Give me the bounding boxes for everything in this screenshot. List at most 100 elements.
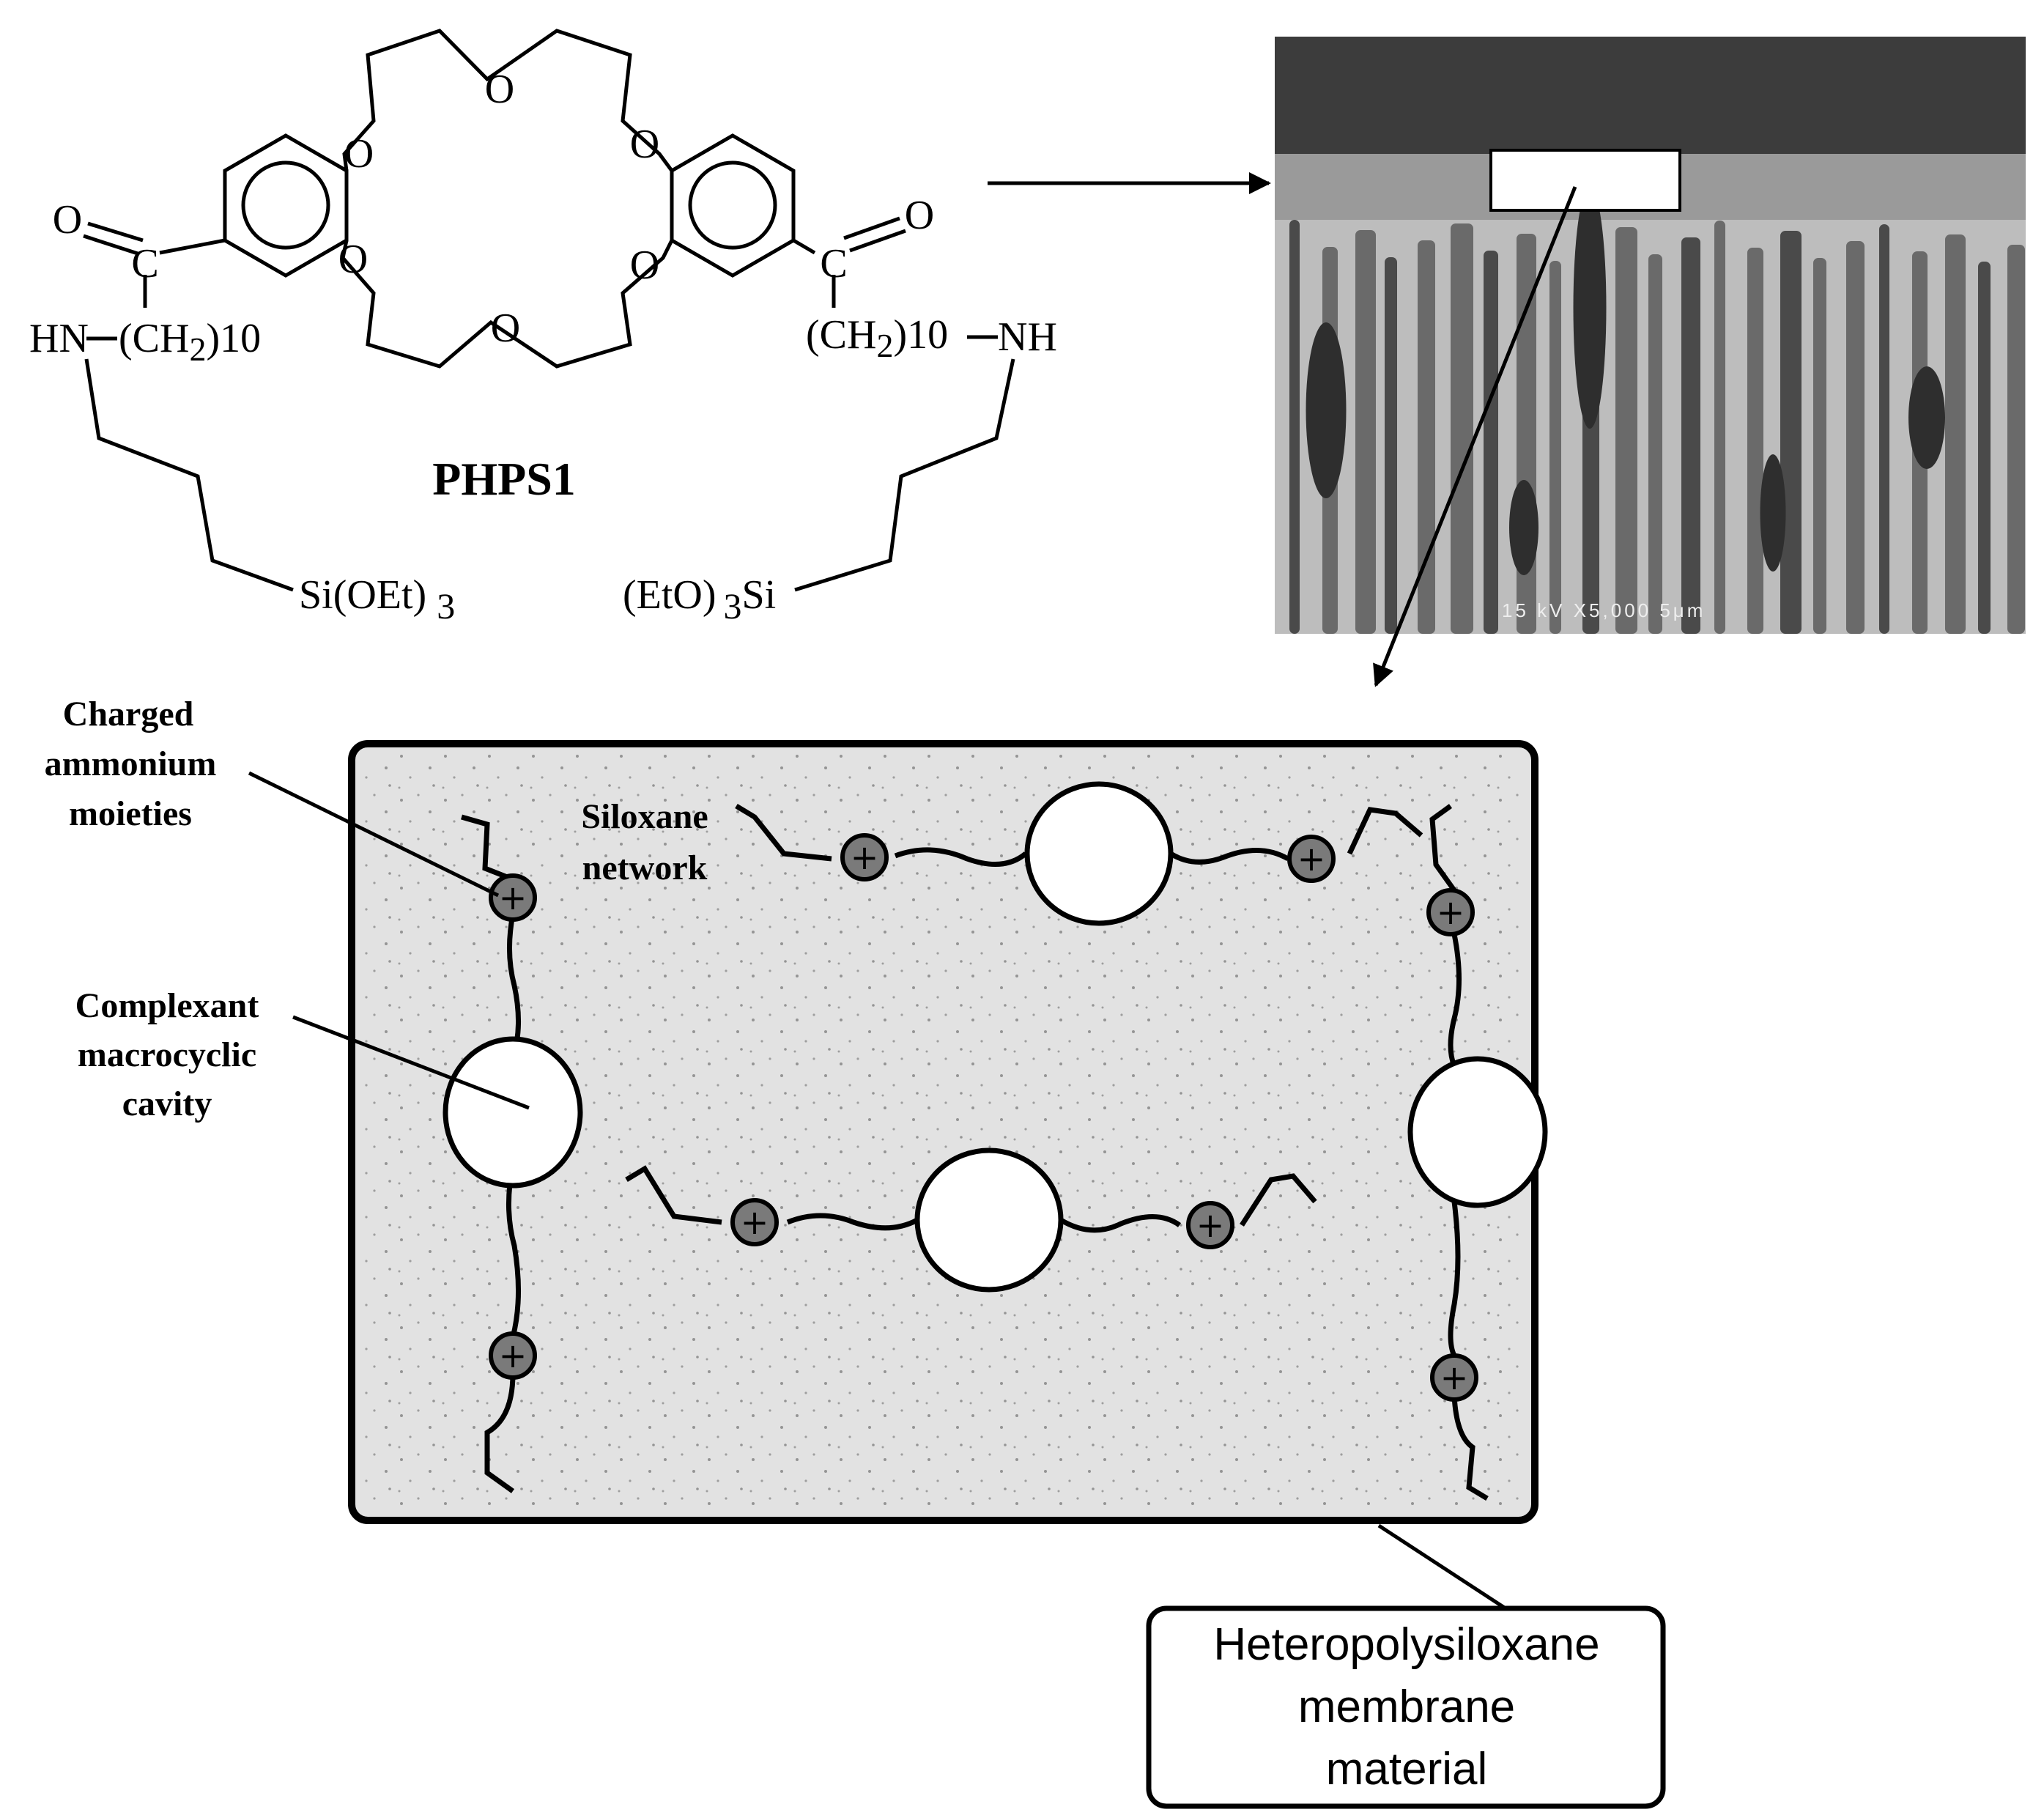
sem-pore — [1355, 230, 1376, 634]
left-carbonyl-double-bond-a — [87, 221, 144, 243]
left-strand-link-2 — [506, 1164, 521, 1338]
bottom-strand-right-arm — [1240, 1173, 1317, 1227]
arrow-micrograph-to-schematic — [1373, 186, 1577, 687]
label-complexant-line-2: macrocyclic — [78, 1035, 256, 1074]
sem-pore — [1451, 223, 1473, 634]
membrane-schematic: ++++++++ — [248, 740, 1548, 1611]
sem-pore — [1385, 257, 1397, 634]
cation-circle — [1186, 1201, 1234, 1249]
sem-macrovoid — [1908, 366, 1945, 469]
label-complexant-line-3: cavity — [122, 1084, 212, 1123]
ammonium-cation-4: + — [1430, 1353, 1478, 1402]
sem-pore — [1484, 251, 1498, 634]
label-charged-line-1: Charged — [63, 695, 194, 733]
cation-circle — [1426, 888, 1475, 936]
atom-carbonyl-c-left: C — [131, 241, 158, 287]
label-membrane-line-2: membrane — [1298, 1682, 1515, 1732]
right-propyl-chain — [794, 358, 1015, 592]
left-carbonyl-double-bond-b — [83, 234, 138, 256]
atom-carbonyl-o-right: O — [905, 193, 934, 238]
schematic-labels: Charged ammonium moieties Siloxane netwo… — [45, 695, 708, 1123]
label-charged-line-3: moieties — [69, 794, 192, 833]
sem-scale-text: 15 kV X5,000 5μm — [1502, 599, 1706, 621]
molecule-name: PHPS1 — [432, 453, 576, 505]
sem-macrovoid — [1573, 187, 1607, 429]
label-membrane-line-3: material — [1326, 1744, 1488, 1794]
sem-pore — [1879, 224, 1889, 634]
sem-pore — [1846, 241, 1865, 634]
left-propyl-chain — [84, 358, 294, 592]
cation-plus-sign: + — [1437, 892, 1465, 932]
right-alkyl-label: (CH2)10 — [806, 312, 948, 364]
right-strand-link-1 — [1448, 934, 1462, 1068]
left-strand-top-arm — [461, 814, 514, 882]
sem-inset-box — [1489, 149, 1681, 212]
bottom-strand-left-arm — [625, 1165, 722, 1225]
left-silane-label: Si(OEt)3 — [299, 572, 455, 626]
pointer-membrane-material — [1377, 1523, 1507, 1611]
sem-pore — [1615, 227, 1637, 634]
membrane-label-box — [1146, 1605, 1666, 1809]
crown-lower-chain — [341, 239, 674, 369]
sem-pore — [1978, 262, 1991, 634]
left-ring-to-carbonyl-bond — [159, 238, 226, 255]
sem-pore — [1681, 237, 1700, 634]
label-complexant-line-1: Complexant — [75, 986, 259, 1025]
macrocycle-cavity-bottom — [914, 1147, 1064, 1293]
sem-pore — [1549, 261, 1561, 634]
sem-pore — [1945, 234, 1966, 634]
ammonium-cation-5: + — [840, 833, 889, 881]
pointer-charged-moieties — [248, 771, 500, 898]
cation-circle — [840, 833, 889, 881]
sem-pore — [1813, 258, 1826, 634]
sem-pore — [1714, 221, 1725, 634]
left-alkyl-label: (CH2)10 — [119, 316, 261, 368]
right-carbonyl-double-bond-a — [843, 216, 900, 240]
atom-o-right-upper: O — [630, 122, 659, 167]
top-strand-link-1 — [894, 847, 1028, 868]
cation-plus-sign: + — [741, 1202, 769, 1242]
macrocycle-cavity-left — [443, 1036, 583, 1189]
molecule-atom-labels: O O O O O O O C O C HN (CH2)10 (CH2)10 N… — [29, 67, 1057, 626]
ammonium-cations: ++++++++ — [489, 833, 1478, 1402]
right-strand-bottom-arm — [1451, 1395, 1489, 1501]
cation-circle — [489, 873, 537, 922]
sem-macrovoid — [1760, 454, 1786, 572]
cation-circle — [730, 1198, 779, 1246]
cation-plus-sign: + — [851, 838, 879, 877]
left-amine-label: HN — [29, 316, 89, 361]
left-benzene-aromatic-circle — [241, 160, 330, 250]
membrane-label-text: Heteropolysiloxane membrane material — [1213, 1619, 1599, 1794]
ammonium-cation-1: + — [489, 873, 537, 922]
ammonium-cation-6: + — [1287, 835, 1336, 883]
cation-plus-sign: + — [499, 878, 527, 917]
label-siloxane-line-1: Siloxane — [581, 797, 708, 836]
ammonium-cation-2: + — [489, 1331, 537, 1380]
atom-carbonyl-o-left: O — [53, 197, 82, 243]
cation-circle — [489, 1331, 537, 1380]
right-amine-label: NH — [998, 314, 1057, 360]
bottom-strand-link-2 — [1059, 1214, 1182, 1233]
sem-pore — [2007, 245, 2025, 634]
atom-o-left-lower: O — [338, 237, 368, 282]
label-membrane-line-1: Heteropolysiloxane — [1213, 1619, 1599, 1670]
macrocycle-cavity-right — [1407, 1056, 1548, 1208]
sem-pore — [1648, 254, 1662, 634]
ammonium-cation-7: + — [730, 1198, 779, 1246]
cation-circle — [1430, 1353, 1478, 1402]
sem-pore-columns — [1289, 187, 2025, 634]
sem-pore — [1289, 220, 1300, 634]
cation-circle — [1287, 835, 1336, 883]
sem-macrovoid — [1306, 322, 1347, 498]
sem-top-dark-layer — [1275, 37, 2026, 154]
sem-macrovoid — [1509, 480, 1538, 575]
atom-o-right-lower: O — [630, 243, 659, 288]
sem-pore — [1418, 240, 1435, 634]
right-carbonyl-double-bond-b — [849, 229, 906, 253]
sem-micrograph: 15 kV X5,000 5μm — [1275, 37, 2026, 634]
pointer-macrocyclic-cavity — [292, 1015, 530, 1110]
left-strand-bottom-arm — [484, 1373, 516, 1493]
atom-o-bottom: O — [491, 306, 520, 351]
cation-plus-sign: + — [499, 1336, 527, 1375]
